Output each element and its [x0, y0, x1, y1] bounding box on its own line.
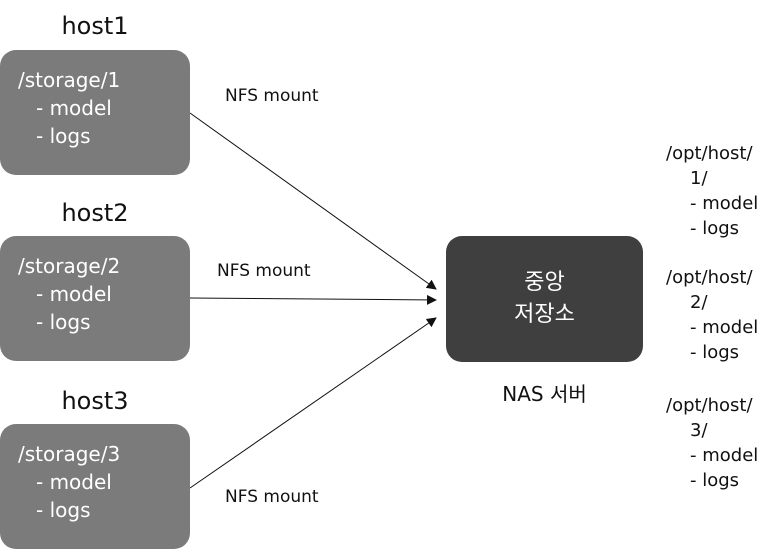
central-storage-line1: 중앙	[524, 270, 565, 295]
mount-block-host1: /opt/host/ 1/ - model - logs	[666, 141, 758, 241]
host1-box: /storage/1 - model - logs	[0, 50, 190, 175]
mount1-item-logs: - logs	[690, 218, 740, 239]
mount3-item-logs: - logs	[690, 470, 740, 491]
mount-block-host2: /opt/host/ 2/ - model - logs	[666, 265, 758, 365]
nfs-mount-label-2: NFS mount	[217, 261, 311, 281]
host3-item-logs: - logs	[36, 498, 91, 522]
mount-block-host3: /opt/host/ 3/ - model - logs	[666, 393, 758, 493]
central-storage-box: 중앙 저장소	[446, 236, 643, 362]
mount1-item-model: - model	[690, 193, 759, 214]
host2-title: host2	[61, 199, 129, 227]
mount2-path: /opt/host/	[666, 267, 753, 288]
host1-title: host1	[61, 12, 129, 40]
mount3-path: /opt/host/	[666, 395, 753, 416]
nfs-mount-label-1: NFS mount	[225, 86, 319, 106]
arrow-host2-to-nas	[189, 294, 437, 305]
host3-item-model: - model	[36, 470, 112, 494]
nas-server-label: NAS 서버	[502, 382, 587, 406]
arrow-host3-to-nas	[189, 317, 437, 489]
host3-title: host3	[61, 387, 129, 415]
arrow-host1-to-nas	[189, 112, 437, 290]
host3-path: /storage/3	[18, 442, 121, 466]
host1-item-logs: - logs	[36, 124, 91, 148]
mount3-item-model: - model	[690, 445, 759, 466]
nfs-mount-label-3: NFS mount	[225, 487, 319, 507]
central-storage-line2: 저장소	[514, 302, 575, 327]
host1-path: /storage/1	[18, 68, 121, 92]
mount2-item-model: - model	[690, 317, 759, 338]
host2-box: /storage/2 - model - logs	[0, 236, 190, 361]
mount2-item-logs: - logs	[690, 342, 740, 363]
host2-path: /storage/2	[18, 254, 121, 278]
mount1-subdir: 1/	[690, 168, 708, 189]
host1-item-model: - model	[36, 96, 112, 120]
host3-box: /storage/3 - model - logs	[0, 424, 190, 549]
mount2-subdir: 2/	[690, 292, 708, 313]
mount3-subdir: 3/	[690, 420, 708, 441]
mount1-path: /opt/host/	[666, 143, 753, 164]
host2-item-logs: - logs	[36, 310, 91, 334]
host2-item-model: - model	[36, 282, 112, 306]
